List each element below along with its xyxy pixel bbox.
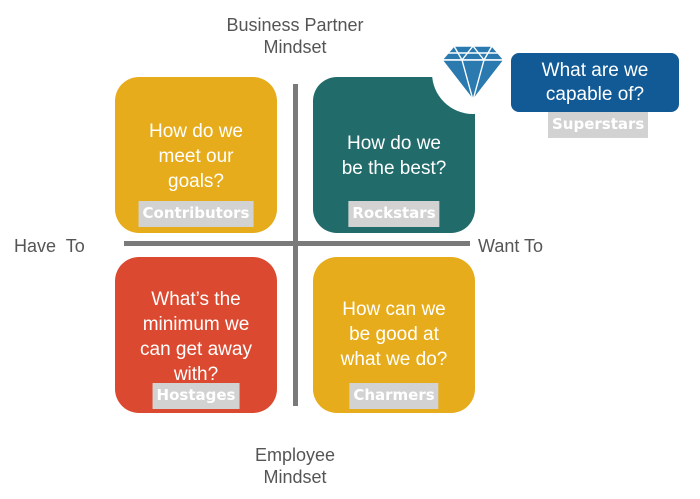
right-axis-label: Want To xyxy=(478,236,544,256)
quadrant-label: Rockstars xyxy=(348,201,440,227)
superstars-label: Superstars xyxy=(548,112,649,138)
quadrant-question: How can we be good at what we do? xyxy=(340,299,448,370)
quadrant-question: What’s the minimum we can get away with? xyxy=(140,289,252,385)
quadrant-question: How do we be the best? xyxy=(341,133,447,179)
quadrant-charmers: How can we be good at what we do? Charme… xyxy=(313,257,475,413)
bottom-axis-line-1: Employee xyxy=(254,445,336,465)
quadrant-label: Contributors xyxy=(138,201,254,227)
quadrant-question: How do we meet our goals? xyxy=(149,121,243,192)
quadrant-label: Hostages xyxy=(152,383,240,409)
top-axis-line-1: Business Partner xyxy=(226,15,364,35)
quadrant-label: Charmers xyxy=(349,383,439,409)
horizontal-axis-line xyxy=(124,241,470,246)
bottom-axis-label: Employee Mindset xyxy=(200,444,390,488)
superstars-box: What are we capable of? xyxy=(511,53,679,112)
left-axis-label: Have To xyxy=(14,236,85,256)
top-axis-line-2: Mindset xyxy=(263,37,327,57)
superstars-question: What are we capable of? xyxy=(541,60,649,105)
top-axis-label: Business Partner Mindset xyxy=(200,14,390,58)
quadrant-hostages: What’s the minimum we can get away with?… xyxy=(115,257,277,413)
quadrant-contributors: How do we meet our goals? Contributors xyxy=(115,77,277,233)
diamond-icon xyxy=(441,45,505,101)
diamond-badge xyxy=(432,32,514,114)
bottom-axis-line-2: Mindset xyxy=(263,467,327,487)
